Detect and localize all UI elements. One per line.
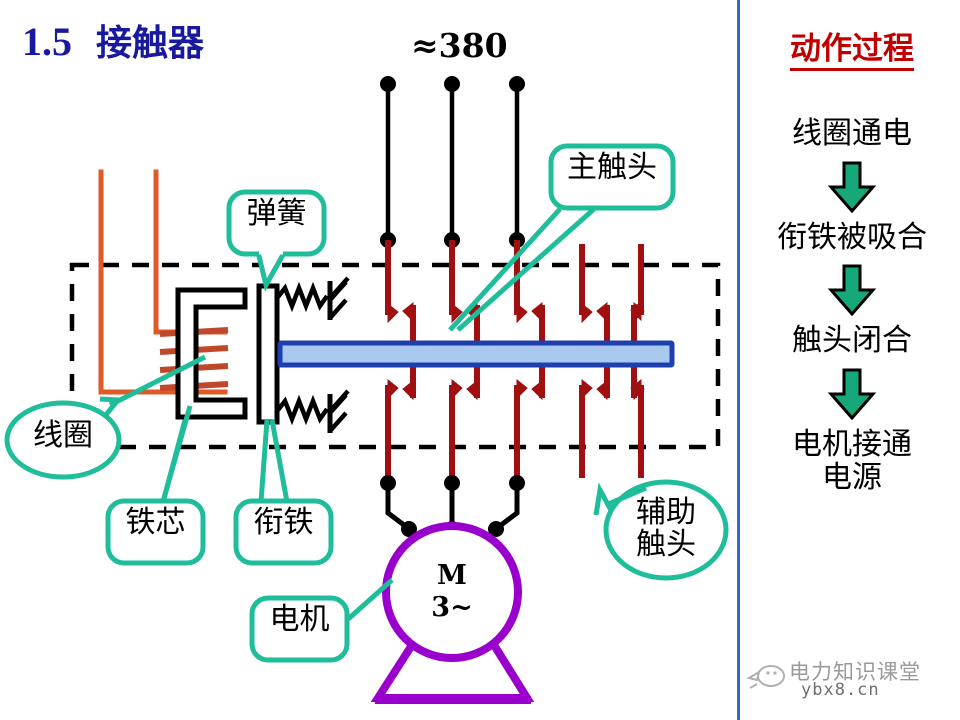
supply-lines <box>385 84 520 240</box>
panel-divider <box>737 0 740 720</box>
action-process-panel: 动作过程 线圈通电 衔铁被吸合 触头闭合 电机接通 电源 <box>744 0 960 660</box>
callout-main-contacts[interactable] <box>448 143 676 332</box>
process-title: 动作过程 <box>790 32 914 72</box>
motor-symbol-letter: M <box>437 560 467 591</box>
bird-logo-icon <box>747 665 785 689</box>
watermark-url: ybx8.cn <box>801 680 880 700</box>
process-step-2: 衔铁被吸合 <box>777 219 927 255</box>
watermark: 电力知识课堂 ybx8.cn <box>745 648 957 712</box>
motor-phase-label: 3~ <box>431 592 473 623</box>
process-arrow-3-icon <box>827 368 877 420</box>
contactor-diagram <box>4 76 729 704</box>
callout-iron-core[interactable] <box>105 405 206 566</box>
iron-core <box>175 287 248 420</box>
auxiliary-contact-pole-2 <box>630 244 645 478</box>
process-step-4: 电机接通 电源 <box>792 426 912 496</box>
callout-coil[interactable] <box>4 354 207 480</box>
slide-title-text: 接触器 <box>96 23 205 64</box>
callout-motor[interactable] <box>249 578 394 663</box>
page-title: 1.5 接触器 <box>22 14 204 66</box>
process-step-3: 触头闭合 <box>792 323 912 359</box>
motor-symbol <box>370 522 535 704</box>
contact-crossbar <box>277 340 675 368</box>
callout-spring[interactable] <box>226 189 327 292</box>
callouts-group <box>4 143 729 663</box>
process-arrow-1-icon <box>827 161 877 213</box>
armature <box>256 283 280 425</box>
motor-terminal-dots <box>380 475 525 537</box>
fixed-support-hatching <box>328 276 350 433</box>
callout-auxiliary-contacts[interactable] <box>593 479 729 581</box>
supply-voltage-label: ≈380 <box>411 26 508 65</box>
return-springs <box>276 281 333 433</box>
coil-supply-wires <box>98 169 228 395</box>
watermark-text: 电力知识课堂 <box>789 660 921 684</box>
process-arrow-2-icon <box>827 264 877 317</box>
process-step-1: 线圈通电 <box>792 116 912 152</box>
main-contact-pole-2 <box>449 240 480 483</box>
auxiliary-contacts-group <box>579 244 645 478</box>
callout-armature[interactable] <box>233 419 334 566</box>
main-contacts-group <box>385 240 545 483</box>
slide-number: 1.5 <box>22 19 72 64</box>
main-contact-pole-1 <box>385 240 416 483</box>
contactor-enclosure-outline <box>69 262 721 450</box>
